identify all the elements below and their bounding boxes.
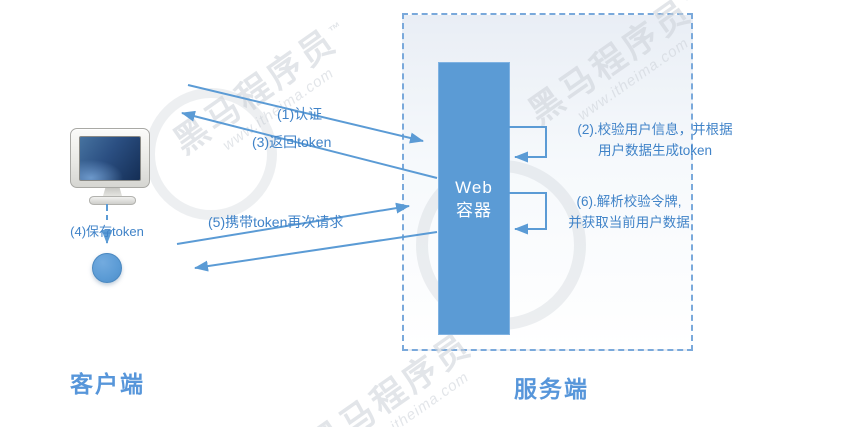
arrow-response: [194, 231, 438, 272]
web-container-label-line2: 容器: [456, 200, 492, 220]
web-container-node: Web 容器: [438, 62, 510, 335]
label-step2-line1: (2).校验用户信息，并根据: [577, 122, 733, 137]
label-step2-validate: (2).校验用户信息，并根据 用户数据生成token: [550, 119, 760, 161]
label-step1-authenticate: (1)认证: [277, 106, 323, 122]
server-title: 服务端: [514, 376, 589, 402]
watermark-tm: ™: [681, 0, 704, 8]
client-title: 客户端: [70, 371, 145, 397]
client-computer-base: [89, 196, 136, 205]
watermark-url: www.itheima.com: [354, 368, 473, 427]
label-step6-parse: (6).解析校验令牌, 并获取当前用户数据: [540, 191, 718, 233]
client-user-circle: [92, 253, 122, 283]
watermark-logo-ring: [145, 88, 277, 220]
client-computer-screen: [79, 136, 141, 181]
label-step6-line1: (6).解析校验令牌,: [576, 194, 682, 209]
watermark-top-center: 黑马程序员™ www.itheima.com: [152, 0, 377, 182]
label-step2-line2: 用户数据生成token: [597, 143, 713, 158]
label-step6-line2: 并获取当前用户数据: [568, 215, 690, 230]
web-container-label-line1: Web: [455, 177, 493, 197]
label-step5-retry-request: (5)携带token再次请求: [208, 214, 344, 230]
watermark-tm: ™: [325, 16, 349, 39]
client-computer-stand: [103, 188, 122, 196]
label-step4-save-token: (4)保存token: [70, 224, 144, 239]
label-step3-return-token: (3)返回token: [252, 134, 332, 150]
